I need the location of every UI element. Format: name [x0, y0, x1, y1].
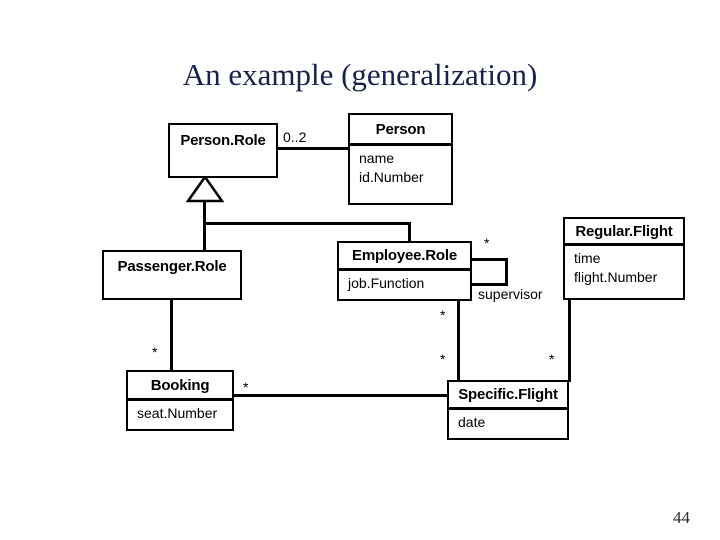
class-attributes-person-role — [170, 155, 276, 158]
class-box-employee-role[interactable]: Employee.Role job.Function — [337, 241, 472, 301]
attribute-flightnumber: flight.Number — [574, 269, 658, 285]
multiplicity-person-role-person: 0..2 — [283, 129, 307, 145]
multiplicity-passenger-role-booking: * — [152, 344, 158, 360]
multiplicity-regular-flight-specific-flight: * — [549, 351, 555, 367]
attribute-time: time — [574, 250, 601, 266]
association-employee-role-specific-flight — [457, 300, 460, 382]
class-box-booking[interactable]: Booking seat.Number — [126, 370, 234, 431]
generalization-branch-bar — [203, 222, 411, 225]
page-title: An example (generalization) — [182, 57, 538, 92]
class-name-regular-flight: Regular.Flight — [565, 219, 683, 246]
supervisor-loop-right — [505, 258, 508, 286]
class-attributes-specific-flight: date — [449, 410, 567, 432]
class-name-person: Person — [350, 115, 451, 146]
attribute-date: date — [458, 414, 486, 430]
class-attributes-regular-flight: time flight.Number — [565, 246, 683, 287]
class-attributes-booking: seat.Number — [128, 401, 232, 423]
attribute-seatnumber: seat.Number — [137, 405, 218, 421]
class-name-booking: Booking — [128, 372, 232, 401]
class-name-passenger-role: Passenger.Role — [117, 257, 227, 275]
attribute-name: name — [359, 150, 395, 166]
page-number: 44 — [673, 508, 690, 527]
generalization-triangle — [185, 174, 225, 203]
association-passenger-role-booking — [170, 300, 173, 370]
class-attributes-employee-role: job.Function — [339, 271, 470, 293]
generalization-stem — [203, 200, 206, 224]
class-attributes-passenger-role — [104, 280, 240, 283]
association-person-role-person — [278, 147, 348, 150]
association-label-supervisor: supervisor — [478, 286, 543, 302]
multiplicity-employee-role-specific-flight-top: * — [440, 307, 446, 323]
multiplicity-employee-role-specific-flight-bottom: * — [440, 351, 446, 367]
class-name-specific-flight: Specific.Flight — [449, 382, 567, 410]
class-box-person-role[interactable]: Person.Role — [168, 123, 278, 178]
supervisor-loop-top — [472, 258, 508, 261]
association-booking-specific-flight — [234, 394, 448, 397]
attribute-jobfunction: job.Function — [348, 275, 425, 291]
class-box-person[interactable]: Person name id.Number — [348, 113, 453, 205]
attribute-idnumber: id.Number — [359, 169, 424, 185]
association-regular-flight-specific-flight — [568, 298, 571, 382]
supervisor-loop-bottom — [472, 283, 508, 286]
multiplicity-booking-specific-flight: * — [243, 379, 249, 395]
class-box-regular-flight[interactable]: Regular.Flight time flight.Number — [563, 217, 685, 300]
multiplicity-supervisor: * — [484, 235, 490, 251]
class-attributes-person: name id.Number — [350, 146, 451, 187]
class-name-employee-role: Employee.Role — [339, 243, 470, 271]
class-box-passenger-role[interactable]: Passenger.Role — [102, 250, 242, 300]
class-name-person-role: Person.Role — [180, 131, 266, 149]
generalization-drop-employee-role — [408, 222, 411, 242]
generalization-drop-passenger-role — [203, 222, 206, 251]
class-box-specific-flight[interactable]: Specific.Flight date — [447, 380, 569, 440]
